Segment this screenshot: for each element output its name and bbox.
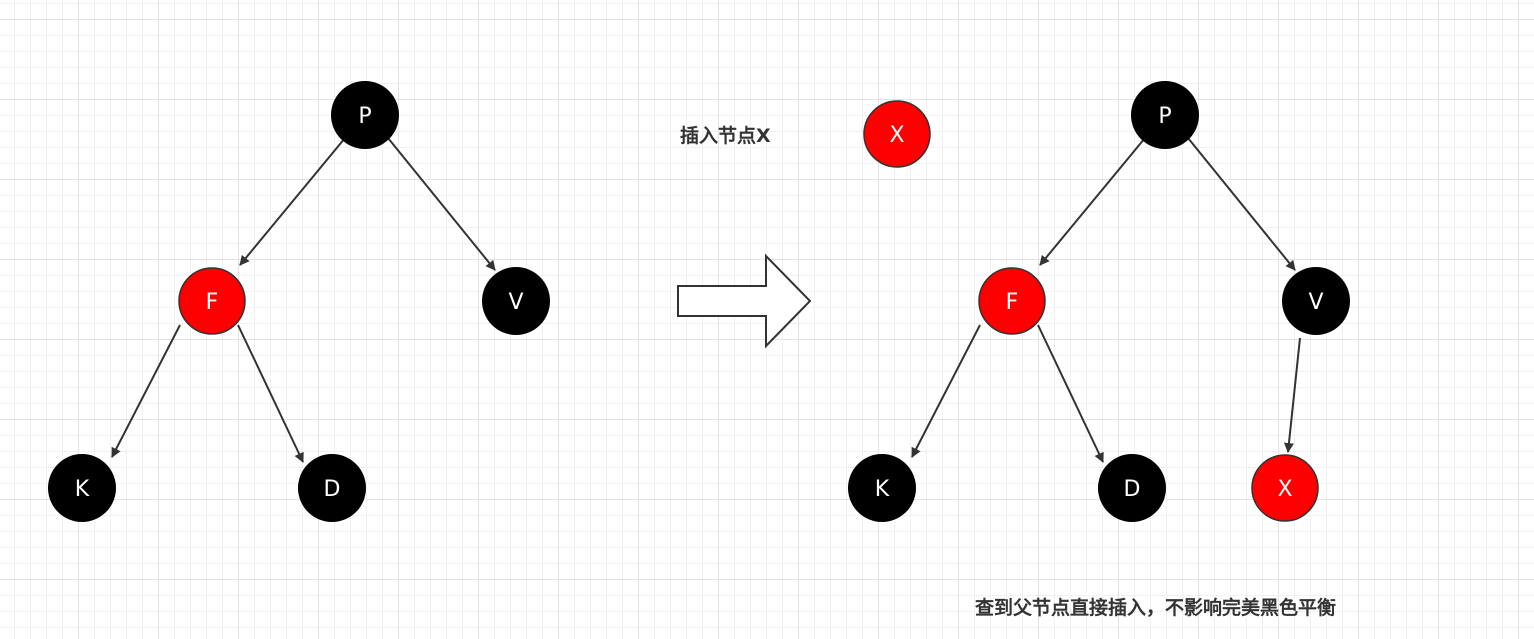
right-arrow-icon	[677, 253, 812, 349]
node-after-X: X	[1251, 454, 1319, 522]
node-after-D-label: D	[1124, 477, 1141, 502]
node-after-F-label: F	[1006, 290, 1019, 315]
edge-P-V	[387, 137, 496, 271]
node-after-K-label: K	[875, 477, 890, 502]
node-D: D	[298, 454, 366, 522]
node-after-D-circle	[1098, 454, 1166, 522]
node-after-V-circle	[1282, 267, 1350, 335]
node-F-circle	[178, 267, 246, 335]
node-after-F-circle	[978, 267, 1046, 335]
insert-node-X-circle	[863, 100, 931, 168]
node-after-V: V	[1282, 267, 1350, 335]
node-P: P	[331, 81, 399, 149]
node-D-label: D	[324, 477, 341, 502]
node-after-P: P	[1131, 81, 1199, 149]
node-after-P-label: P	[1158, 104, 1171, 129]
node-after-K: K	[848, 454, 916, 522]
node-V: V	[482, 267, 550, 335]
tree-after: P F V K D X	[848, 81, 1350, 522]
node-after-D: D	[1098, 454, 1166, 522]
tree-before: P F V K D	[48, 81, 550, 522]
node-V-circle	[482, 267, 550, 335]
edge-after-F-K	[911, 324, 981, 458]
node-D-circle	[298, 454, 366, 522]
footer-caption: 查到父节点直接插入，不影响完美黑色平衡	[974, 596, 1336, 619]
node-after-X-circle	[1251, 454, 1319, 522]
node-after-F: F	[978, 267, 1046, 335]
insert-node-X: X	[863, 100, 931, 168]
node-K-circle	[48, 454, 116, 522]
node-F: F	[178, 267, 246, 335]
node-K-label: K	[75, 477, 90, 502]
node-K: K	[48, 454, 116, 522]
node-after-X-label: X	[1277, 477, 1292, 502]
node-V-label: V	[508, 290, 523, 315]
edge-after-V-X	[1283, 337, 1301, 453]
edge-after-P-F	[1039, 137, 1146, 266]
insert-caption: 插入节点X	[680, 125, 771, 147]
insert-node-X-label: X	[889, 123, 904, 148]
edge-F-D	[237, 324, 304, 463]
node-after-V-label: V	[1308, 290, 1323, 315]
node-after-P-circle	[1131, 81, 1199, 149]
edge-P-F	[239, 137, 346, 266]
node-F-label: F	[206, 290, 219, 315]
tree-before-edges	[111, 137, 496, 463]
node-after-K-circle	[848, 454, 916, 522]
edge-after-F-D	[1037, 324, 1104, 463]
node-P-label: P	[358, 104, 371, 129]
edge-after-P-V	[1187, 137, 1296, 271]
edge-F-K	[111, 324, 181, 458]
tree-after-edges	[911, 137, 1301, 463]
node-P-circle	[331, 81, 399, 149]
